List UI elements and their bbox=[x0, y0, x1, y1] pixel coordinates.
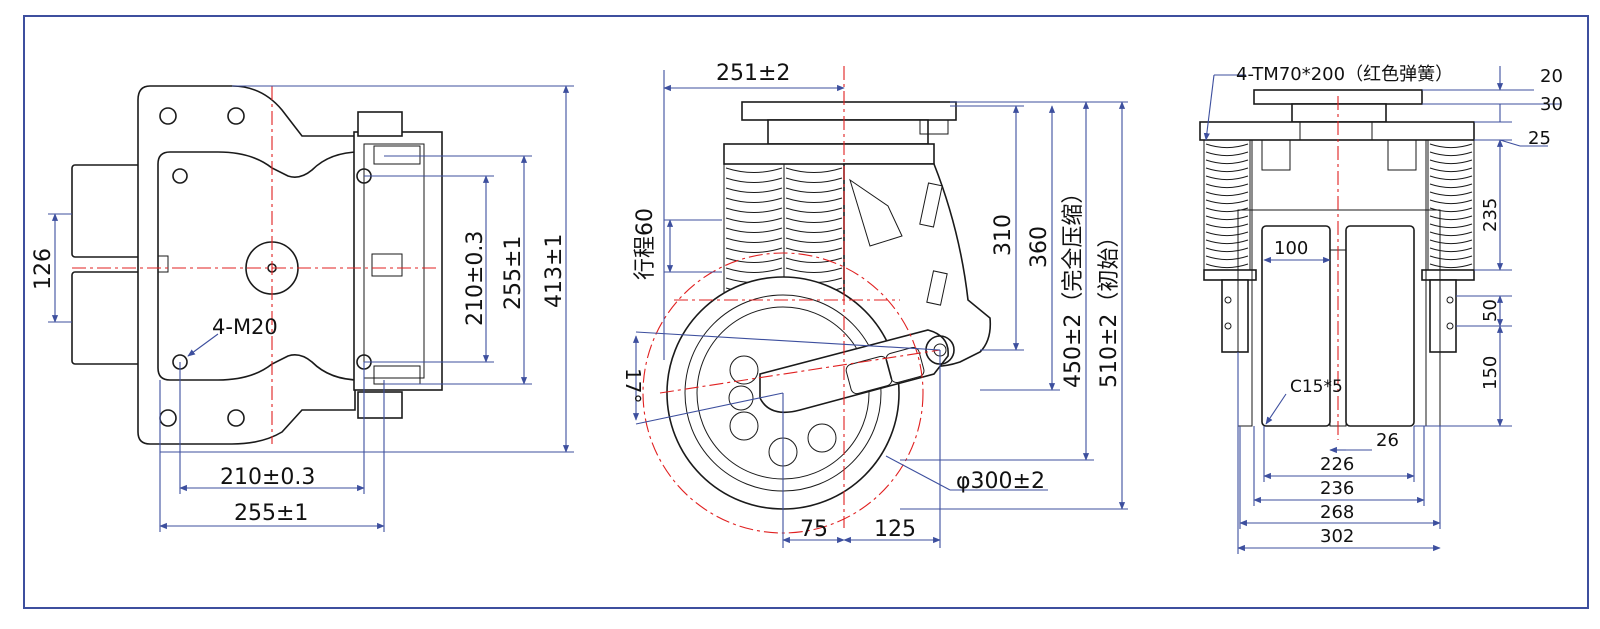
spring-coil bbox=[1429, 151, 1473, 157]
dim-255-horizontal: 255±1 bbox=[234, 501, 308, 526]
spring-coil bbox=[1429, 263, 1473, 269]
dim-255-vertical: 255±1 bbox=[501, 236, 526, 310]
spring-coil bbox=[725, 217, 783, 223]
dim-30: 30 bbox=[1540, 94, 1563, 115]
spring-coil bbox=[785, 197, 843, 203]
spring-coil bbox=[1429, 223, 1473, 229]
spring-coil bbox=[785, 177, 843, 183]
spring-coil bbox=[1205, 263, 1249, 269]
spring-coil bbox=[725, 167, 783, 173]
spring-coil bbox=[1205, 143, 1249, 149]
spring-coil bbox=[1429, 207, 1473, 213]
dim-150: 150 bbox=[1480, 356, 1501, 390]
spring-coil bbox=[1429, 199, 1473, 205]
spring-coil bbox=[725, 197, 783, 203]
left-view: 126 210±0.3 255±1 210±0.3 255±1 413±1 4-… bbox=[31, 85, 574, 532]
spring-coil bbox=[1205, 255, 1249, 261]
thread-label: 4-M20 bbox=[212, 315, 278, 339]
dim-413-vertical: 413±1 bbox=[542, 234, 567, 308]
drawing-frame bbox=[23, 15, 1589, 609]
dim-450: 450±2（完全压缩） bbox=[1061, 182, 1086, 388]
spring-coil bbox=[725, 257, 783, 263]
spring-coil bbox=[1205, 223, 1249, 229]
dim-26: 26 bbox=[1376, 430, 1399, 451]
dim-510: 510±2（初始） bbox=[1097, 226, 1122, 388]
spring-coil bbox=[1205, 175, 1249, 181]
spring-coil bbox=[1205, 159, 1249, 165]
spring-coil bbox=[1429, 191, 1473, 197]
spring-coil bbox=[785, 247, 843, 253]
dim-125: 125 bbox=[874, 517, 916, 542]
dim-25: 25 bbox=[1528, 128, 1551, 149]
spring-coil bbox=[785, 207, 843, 213]
dim-50: 50 bbox=[1480, 299, 1501, 322]
dim-268: 268 bbox=[1320, 502, 1354, 523]
spring-coil bbox=[725, 267, 783, 273]
spring-coil bbox=[1205, 183, 1249, 189]
dim-235: 235 bbox=[1480, 198, 1501, 232]
spring-coil bbox=[785, 167, 843, 173]
spring-coil bbox=[725, 177, 783, 183]
spring-coil bbox=[1205, 191, 1249, 197]
spring-coil bbox=[1429, 183, 1473, 189]
spring-coil bbox=[785, 227, 843, 233]
spring-coil bbox=[725, 247, 783, 253]
spring-coil bbox=[785, 237, 843, 243]
chamfer-label: C15*5 bbox=[1290, 377, 1343, 397]
spring-coil bbox=[1205, 231, 1249, 237]
spring-coil bbox=[1205, 247, 1249, 253]
right-view: 4-TM70*200（红色弹簧） 20 30 25 235 100 50 150… bbox=[1199, 64, 1563, 554]
angle-label: 17° bbox=[621, 368, 645, 403]
spring-coil bbox=[1205, 167, 1249, 173]
stroke-label: 行程60 bbox=[633, 208, 658, 280]
dim-75: 75 bbox=[800, 517, 828, 542]
wheel-diameter: φ300±2 bbox=[956, 469, 1045, 494]
spring-label: 4-TM70*200（红色弹簧） bbox=[1236, 64, 1453, 85]
spring-coil bbox=[1205, 239, 1249, 245]
spring-coil bbox=[1205, 199, 1249, 205]
dim-126: 126 bbox=[31, 248, 56, 290]
spring-coil bbox=[1205, 215, 1249, 221]
spring-coil bbox=[1429, 239, 1473, 245]
spring-coil bbox=[785, 217, 843, 223]
spring-coil bbox=[725, 187, 783, 193]
spring-coil bbox=[725, 237, 783, 243]
spring-coil bbox=[1429, 143, 1473, 149]
spring-coil bbox=[725, 227, 783, 233]
spring-coil bbox=[1205, 151, 1249, 157]
dim-236: 236 bbox=[1320, 478, 1354, 499]
dim-310: 310 bbox=[991, 214, 1016, 256]
spring-coil bbox=[785, 257, 843, 263]
dim-100: 100 bbox=[1274, 238, 1308, 259]
dim-251: 251±2 bbox=[716, 61, 790, 86]
spring-coil bbox=[1429, 159, 1473, 165]
dim-226: 226 bbox=[1320, 454, 1354, 475]
spring-coil bbox=[1429, 231, 1473, 237]
spring-coil bbox=[1205, 207, 1249, 213]
spring-coil bbox=[725, 207, 783, 213]
spring-coil bbox=[1429, 167, 1473, 173]
middle-view: 251±2 行程60 17° 310 360 450±2（完全压缩） 510±2… bbox=[621, 61, 1128, 548]
dim-302: 302 bbox=[1320, 526, 1354, 547]
spring-coil bbox=[1429, 247, 1473, 253]
dim-20: 20 bbox=[1540, 66, 1563, 87]
spring-coil bbox=[1429, 215, 1473, 221]
spring-coil bbox=[785, 187, 843, 193]
spring-coil bbox=[785, 267, 843, 273]
dim-360: 360 bbox=[1027, 226, 1052, 268]
dim-210-vertical: 210±0.3 bbox=[463, 231, 488, 326]
dim-210-horizontal: 210±0.3 bbox=[220, 465, 315, 490]
spring-coil bbox=[1429, 255, 1473, 261]
spring-coil bbox=[1429, 175, 1473, 181]
